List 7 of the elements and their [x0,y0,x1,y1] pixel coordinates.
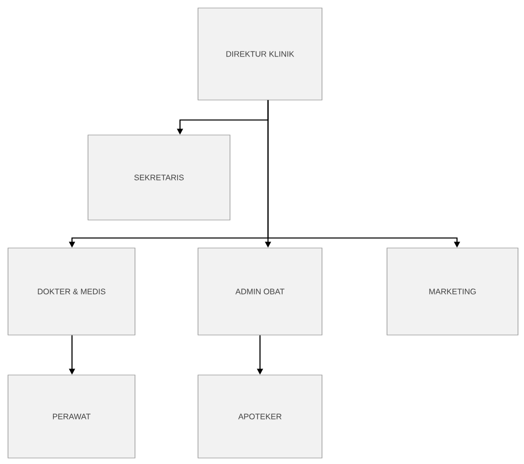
org-box: DOKTER & MEDIS [8,248,136,336]
org-box: APOTEKER [198,374,322,458]
org-box: ADMIN OBAT [198,248,322,336]
org-box: DIREKTUR KLINIK [198,8,322,100]
org-box: MARKETING [386,248,518,336]
org-box: PERAWAT [8,374,136,458]
org-box: SEKRETARIS [88,134,230,220]
